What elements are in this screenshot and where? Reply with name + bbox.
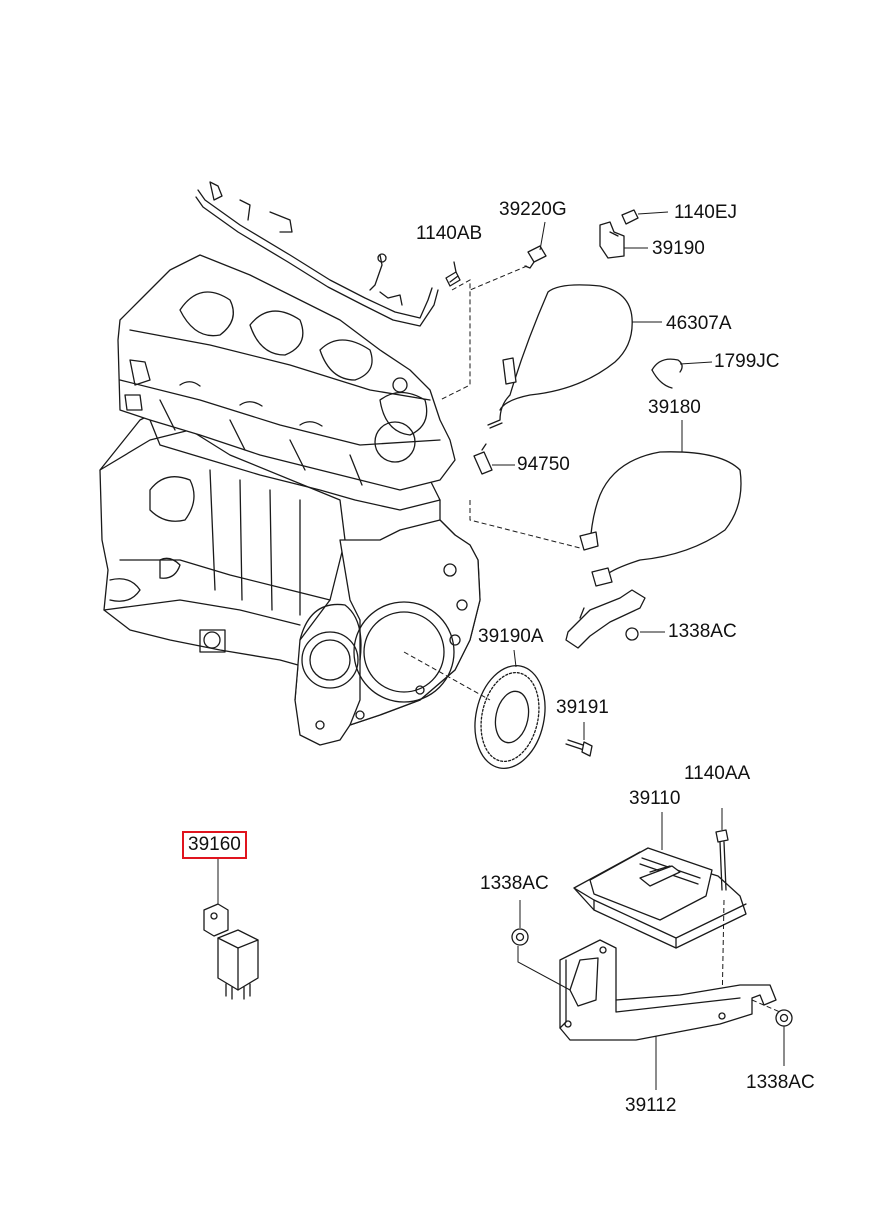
part-label-1140AB: 1140AB <box>416 223 483 244</box>
sensor-39190 <box>600 210 668 258</box>
nut-1338AC-left <box>512 900 528 945</box>
part-label-1338AC-left: 1338AC <box>480 873 549 894</box>
cable-39180 <box>580 420 741 586</box>
bracket-1338AC-upper <box>566 590 665 648</box>
bolt-39191 <box>566 722 592 756</box>
engine-block <box>100 255 480 745</box>
cable-46307A <box>488 285 662 428</box>
relay-39160 <box>204 858 258 999</box>
part-label-1140AA: 1140AA <box>684 763 751 784</box>
tone-ring-39190A <box>466 650 554 775</box>
bracket-39112 <box>560 940 776 1090</box>
part-label-39191: 39191 <box>556 697 609 718</box>
sensor-39220G <box>525 222 546 268</box>
part-label-1140EJ: 1140EJ <box>674 202 738 223</box>
clip-1799JC <box>652 359 712 388</box>
part-label-39190A: 39190A <box>478 626 544 647</box>
part-label-39180: 39180 <box>648 397 701 418</box>
wiring-harness <box>196 182 438 326</box>
nut-1338AC-right <box>776 1010 792 1066</box>
bolt-1140AB <box>446 262 460 286</box>
part-label-94750: 94750 <box>517 454 570 475</box>
part-label-39110: 39110 <box>629 788 681 809</box>
part-label-1338AC-right: 1338AC <box>746 1072 815 1093</box>
part-label-1338AC-upper: 1338AC <box>668 621 737 642</box>
part-label-39160-highlighted[interactable]: 39160 <box>182 831 247 859</box>
part-label-1799JC: 1799JC <box>714 351 780 372</box>
sensor-94750 <box>474 444 515 474</box>
ecu-39110 <box>574 812 746 948</box>
part-label-39190: 39190 <box>652 238 705 259</box>
part-label-39220G: 39220G <box>499 199 567 220</box>
part-label-46307A: 46307A <box>666 313 732 334</box>
part-label-39112: 39112 <box>625 1095 677 1116</box>
